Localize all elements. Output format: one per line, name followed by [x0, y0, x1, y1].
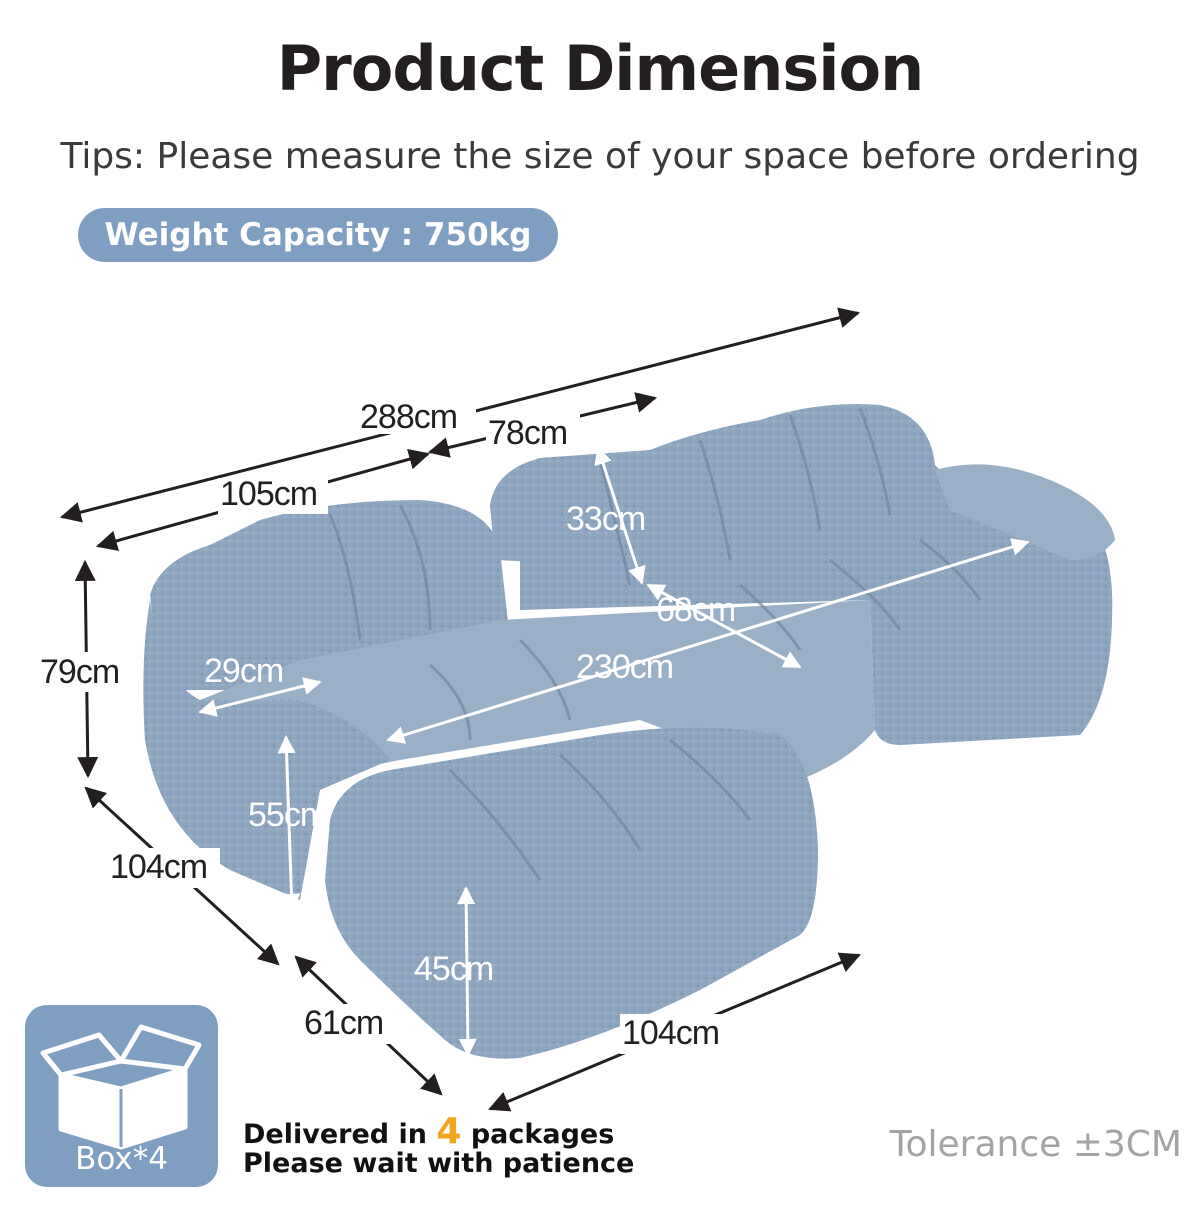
patience-note: Please wait with patience — [243, 1148, 635, 1179]
label-ottoman-width: 61cm — [304, 1004, 383, 1042]
label-seat-depth-right: 68cm — [656, 591, 735, 629]
delivered-prefix: Delivered in — [243, 1119, 427, 1150]
delivered-suffix: packages — [470, 1119, 615, 1150]
label-seat-length: 230cm — [576, 648, 673, 686]
tips-text: Tips: Please measure the size of your sp… — [60, 136, 1140, 177]
label-ottoman-height: 45cm — [414, 950, 493, 988]
label-ottoman-length: 104cm — [622, 1014, 719, 1052]
dim-line-29 — [198, 677, 322, 717]
package-count: 4 — [436, 1111, 462, 1152]
box-count-label: Box*4 — [75, 1141, 168, 1177]
dim-line-55 — [277, 735, 301, 912]
dim-line-45 — [457, 886, 477, 1057]
label-seat-height-back: 55cm — [248, 796, 327, 834]
tolerance-text: Tolerance ±3CM — [889, 1124, 1182, 1165]
label-side-depth: 104cm — [110, 848, 207, 886]
page-title: Product Dimension — [276, 32, 925, 105]
label-arm-width: 29cm — [204, 652, 283, 690]
label-left-section: 105cm — [220, 475, 317, 513]
box-icon — [40, 1024, 202, 1150]
dim-line-230 — [386, 538, 1030, 744]
weight-capacity-badge: Weight Capacity : 750kg — [78, 208, 558, 262]
delivery-note: Delivered in 4 packages Please wait with… — [243, 1114, 635, 1179]
dimension-labels: 288cm 78cm 105cm 33cm 68cm 79cm 29cm 230… — [38, 398, 736, 1054]
delivery-line: Delivered in 4 packages — [243, 1114, 634, 1150]
package-card: Box*4 — [25, 1005, 218, 1187]
label-right-section: 78cm — [488, 414, 567, 452]
label-total-length: 288cm — [360, 398, 457, 436]
label-back-cushion-height: 33cm — [566, 500, 645, 538]
label-total-height: 79cm — [40, 653, 119, 691]
